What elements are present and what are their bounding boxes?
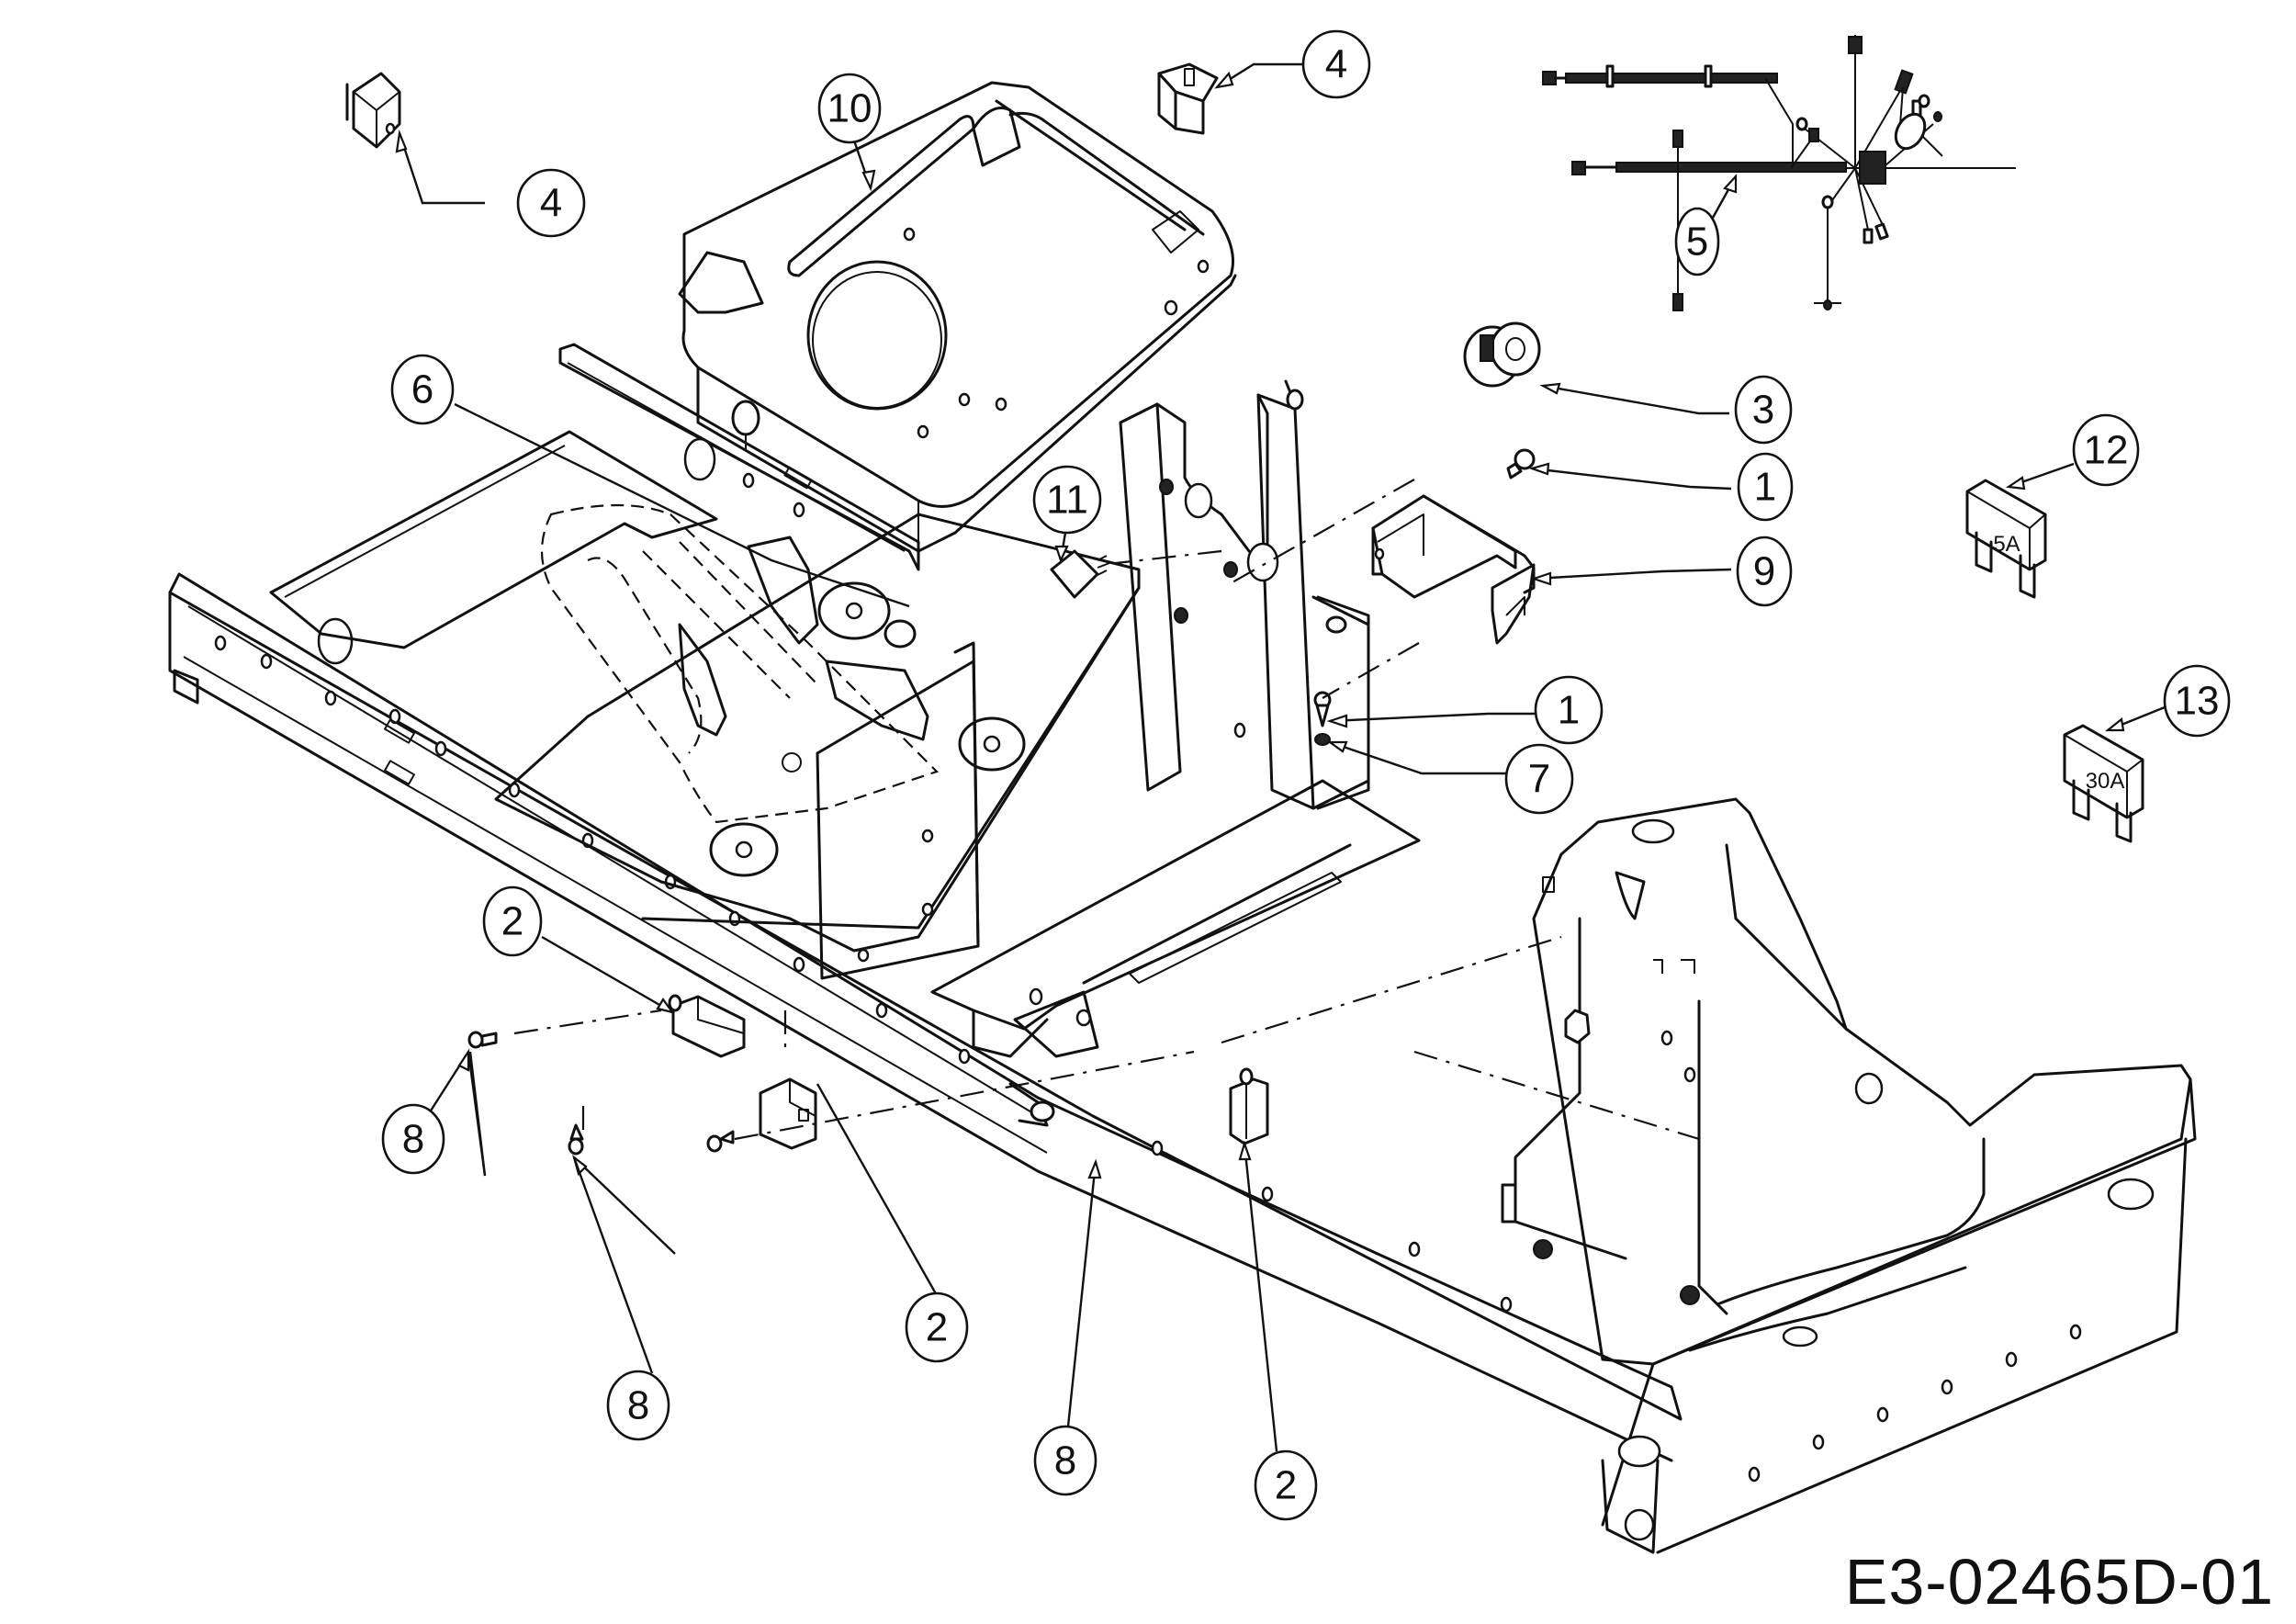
connector-part-2-b bbox=[759, 1077, 817, 1150]
svg-text:2: 2 bbox=[501, 899, 523, 944]
battery-box bbox=[1316, 595, 1370, 810]
axle-holes bbox=[1748, 1324, 2082, 1483]
callout-7-nut: 7 bbox=[1504, 743, 1574, 815]
main-frame bbox=[168, 343, 2197, 1554]
svg-text:8: 8 bbox=[627, 1383, 649, 1428]
callout-8-clip-c: 8 bbox=[1033, 1425, 1097, 1496]
svg-text:1: 1 bbox=[1754, 465, 1776, 510]
callout-11-relay: 11 bbox=[1032, 465, 1102, 535]
nut-part-7 bbox=[1314, 733, 1331, 746]
callout-2-connector-c: 2 bbox=[1254, 1449, 1318, 1521]
switch-part-4-left bbox=[345, 72, 401, 149]
callout-8-clip-a: 8 bbox=[381, 1103, 445, 1175]
svg-text:2: 2 bbox=[926, 1305, 948, 1350]
callouts: 4 4 10 5 6 3 bbox=[381, 29, 2231, 1521]
svg-text:1: 1 bbox=[1558, 688, 1580, 733]
callout-9-battery-bracket: 9 bbox=[1736, 536, 1793, 607]
svg-text:6: 6 bbox=[411, 367, 433, 412]
callout-3-ignition-switch: 3 bbox=[1734, 375, 1793, 445]
svg-text:5: 5 bbox=[1686, 220, 1708, 265]
ignition-switch-part-3 bbox=[1463, 321, 1541, 388]
battery-bracket-part-9 bbox=[1371, 494, 1536, 645]
connector-part-2-c bbox=[1229, 1067, 1269, 1145]
callout-2-connector-a: 2 bbox=[482, 885, 543, 957]
callout-6-side-frame: 6 bbox=[390, 354, 455, 425]
svg-text:9: 9 bbox=[1753, 549, 1775, 594]
wiring-harness-part-5 bbox=[1542, 35, 2016, 311]
svg-text:10: 10 bbox=[827, 86, 872, 131]
connector-part-2-a bbox=[668, 994, 746, 1058]
callout-5-wiring-harness: 5 bbox=[1674, 207, 1720, 276]
fuse-30a-label: 30A bbox=[2086, 769, 2125, 794]
fuse-part-12: 5A bbox=[1965, 479, 2047, 599]
rail-holes bbox=[214, 617, 1513, 1313]
callout-1-lower-screw: 1 bbox=[1534, 675, 1604, 745]
clip-part-8-a bbox=[467, 1031, 498, 1049]
seat-plate bbox=[678, 81, 1237, 553]
svg-text:11: 11 bbox=[1046, 478, 1088, 523]
callout-4-left-switch: 4 bbox=[516, 168, 586, 238]
drawing-number: E3-02465D-01 bbox=[1844, 1546, 2274, 1618]
svg-text:4: 4 bbox=[540, 181, 562, 226]
callout-12-fuse-5a: 12 bbox=[2072, 413, 2140, 487]
callout-2-connector-b: 2 bbox=[905, 1291, 969, 1363]
svg-text:2: 2 bbox=[1275, 1463, 1297, 1508]
svg-text:7: 7 bbox=[1528, 757, 1550, 802]
callout-1-upper-screw: 1 bbox=[1737, 452, 1794, 522]
svg-text:8: 8 bbox=[402, 1117, 424, 1162]
fuse-5a-label: 5A bbox=[1993, 532, 2020, 557]
callout-13-fuse-30a: 13 bbox=[2163, 664, 2231, 738]
svg-text:13: 13 bbox=[2175, 679, 2220, 724]
svg-text:8: 8 bbox=[1054, 1438, 1076, 1483]
svg-text:4: 4 bbox=[1325, 42, 1347, 87]
callout-4-right-switch: 4 bbox=[1301, 29, 1371, 99]
relay-part-11 bbox=[1050, 549, 1110, 599]
clip-part-8-b bbox=[568, 1123, 584, 1156]
fuse-part-13: 30A bbox=[2063, 724, 2144, 843]
svg-text:12: 12 bbox=[2084, 428, 2129, 473]
callout-10-seat-plate: 10 bbox=[817, 73, 882, 144]
clip-part-8-c bbox=[706, 1130, 735, 1153]
assembly-guides bbox=[513, 479, 1700, 1141]
svg-text:3: 3 bbox=[1752, 388, 1774, 433]
switch-part-4-right bbox=[1157, 62, 1219, 135]
screw-part-1-upper bbox=[1506, 448, 1536, 479]
callout-8-clip-b: 8 bbox=[606, 1370, 670, 1441]
